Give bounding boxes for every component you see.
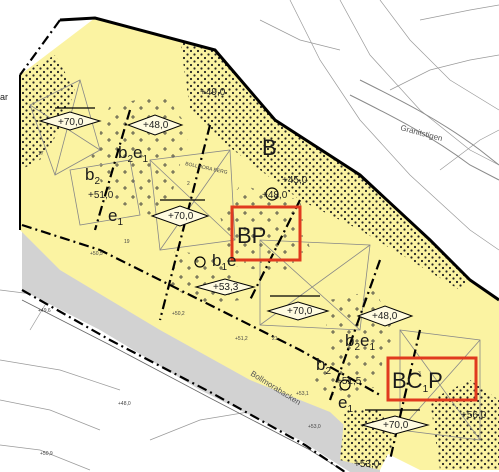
code-b2e1-right: b2e1: [345, 331, 376, 353]
elevation-label: +49,0: [200, 87, 226, 98]
lot-number: 19: [124, 239, 130, 245]
dotted-zone-bottom: [430, 380, 499, 470]
code-b2-left: b2: [85, 165, 100, 187]
elevation-label: +51,0: [88, 190, 114, 201]
survey-mark: +49,6: [38, 308, 51, 314]
edge-label: ar: [0, 92, 8, 102]
survey-mark: +48,0: [118, 401, 131, 407]
bp-highlight-box: [230, 205, 302, 262]
survey-mark: +51,2: [235, 336, 248, 342]
elevation-label: +51,5: [336, 376, 362, 387]
elevation-label: +48,0: [143, 120, 169, 131]
elevation-label: +48,0: [262, 190, 288, 201]
elevation-label: +53,3: [213, 282, 239, 293]
elevation-label: +70,0: [383, 420, 409, 431]
lot-number: 2: [187, 181, 190, 187]
height-bars: [55, 107, 420, 411]
elevation-label: +53,0: [354, 459, 380, 470]
elevation-label: +45,0: [282, 175, 308, 186]
dotted-zone-top: [180, 40, 470, 290]
zone-bp-label: BP: [237, 223, 266, 248]
height-diamonds: [38, 111, 430, 435]
code-b2e1-top: b2e1: [118, 143, 149, 165]
survey-mark: +50,5: [90, 251, 103, 257]
plus-zone-5: [310, 355, 380, 400]
elevation-label: +70,0: [58, 117, 84, 128]
granitstigen-road: [349, 79, 499, 181]
elevation-label: +70,0: [287, 306, 313, 317]
elevation-label: +70,0: [168, 211, 194, 222]
code-b2-right: b2: [316, 355, 331, 377]
elevation-label: +48,0: [372, 311, 398, 322]
elevation-label: +56,0: [461, 410, 487, 421]
survey-mark: +53,0: [308, 424, 321, 430]
survey-mark: +53,1: [296, 391, 309, 397]
survey-mark: +50,9: [40, 451, 53, 457]
zone-b-label: B: [262, 135, 277, 160]
bcp-highlight-box: [386, 356, 478, 402]
lot-number: 3: [418, 371, 421, 377]
survey-mark: +50,2: [172, 311, 185, 317]
zone-bcp-label: BC1P: [392, 368, 443, 395]
lot-number: 21: [272, 336, 278, 342]
lot-number: 17: [38, 151, 44, 157]
code-e1-right: e1: [338, 393, 353, 415]
dotted-zone-left: [20, 55, 75, 170]
point-markers: [194, 187, 351, 391]
plan-boundary: [59, 16, 499, 302]
code-e1-left: e1: [108, 206, 123, 228]
code-b1e-mid: b1e: [212, 251, 237, 273]
